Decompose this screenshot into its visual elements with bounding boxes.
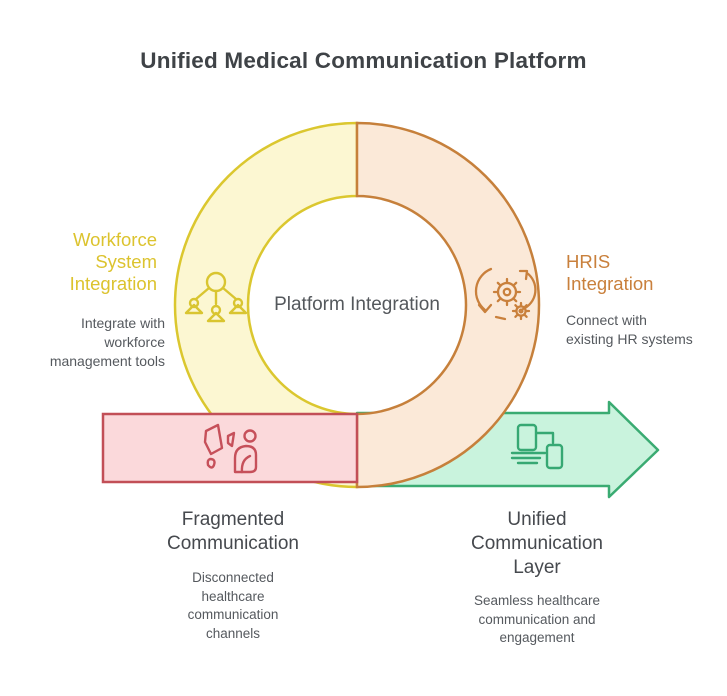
workforce-heading: Workforce System Integration [69, 229, 157, 294]
diagram-title: Unified Medical Communication Platform [140, 48, 587, 73]
fragmented-heading: Fragmented Communication [167, 509, 299, 554]
hris-heading: HRIS Integration [566, 251, 654, 294]
fragmented-description: Disconnected healthcare communication ch… [187, 570, 279, 641]
unified-heading: Unified Communication Layer [471, 509, 603, 578]
unified-description: Seamless healthcare communication and en… [473, 593, 601, 645]
connected-devices-icon [510, 423, 564, 470]
gears-sync-icon [474, 267, 537, 321]
hris-description: Connect with existing HR systems [566, 312, 693, 347]
platform-circle-label: Platform Integration [274, 294, 440, 315]
fragmented-shapes-icon [203, 423, 258, 474]
donut-right-half [355, 121, 541, 489]
hierarchy-icon [184, 271, 248, 323]
fragmented-band [101, 412, 359, 484]
workforce-description: Integrate with workforce management tool… [49, 315, 165, 369]
